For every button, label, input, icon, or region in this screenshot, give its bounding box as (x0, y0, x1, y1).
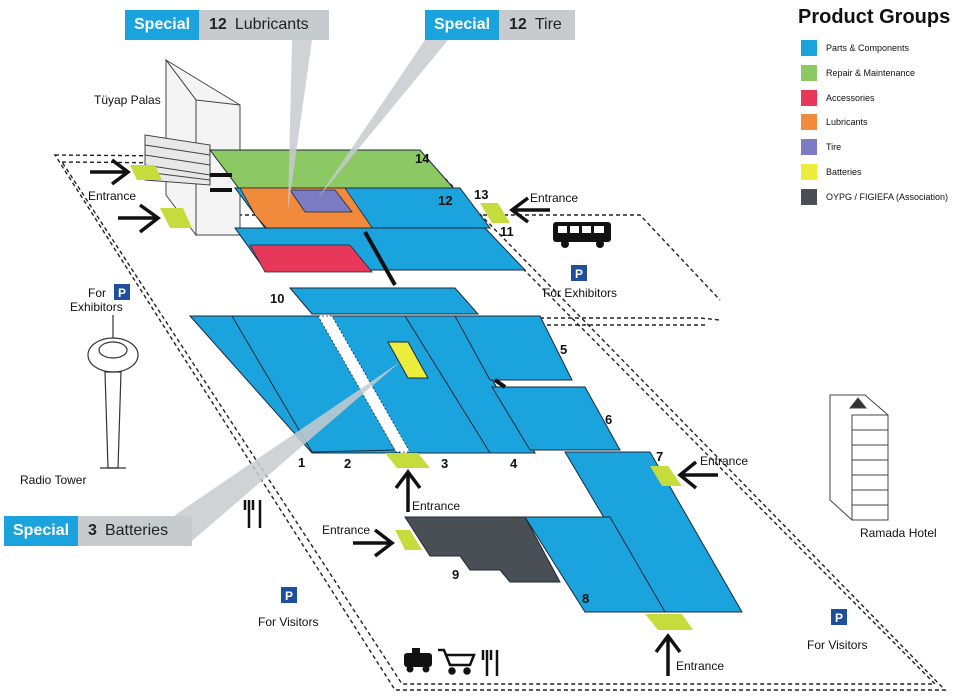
legend-item: Repair & Maintenance (801, 65, 915, 81)
hall-9[interactable] (404, 516, 561, 583)
callout-info: 12 Tire (499, 10, 576, 40)
parking-icon: P (281, 587, 297, 603)
for-exhibitors-line2: Exhibitors (70, 300, 123, 314)
legend-label: OYPG / FIGIEFA (Association) (826, 192, 949, 202)
hall-label-9: 9 (452, 567, 459, 582)
entrance-label: Entrance (322, 523, 370, 537)
callout-label: Batteries (104, 522, 169, 539)
restaurant-icon (243, 500, 262, 528)
legend-label: Accessories (826, 93, 875, 103)
legend-swatch (801, 164, 817, 180)
legend-swatch (801, 114, 817, 130)
parking-icon: P (831, 609, 847, 625)
hall-label-4: 4 (510, 456, 518, 471)
hall-label-11: 11 (500, 224, 514, 239)
parking-icon: P (114, 284, 130, 300)
legend-swatch (801, 189, 817, 205)
parking-icon: P (571, 265, 587, 281)
callout-info: 12 Lubricants (199, 10, 330, 40)
taxi-icon (404, 648, 432, 673)
legend-swatch (801, 65, 817, 81)
entrance-arrow-icon (90, 158, 718, 676)
hall-5[interactable] (454, 315, 573, 381)
legend-label: Lubricants (826, 117, 868, 127)
callout-info: 3 Batteries (78, 516, 193, 546)
for-visitors-label: For Visitors (258, 615, 318, 629)
legend-swatch (801, 139, 817, 155)
hall-label-3: 3 (441, 456, 448, 471)
legend-item: Accessories (801, 90, 875, 106)
for-exhibitors-line1: For (88, 286, 106, 300)
parking-symbol: P (118, 286, 126, 300)
callout-label: Lubricants (234, 16, 309, 33)
legend-item: Batteries (801, 164, 862, 180)
hall-12-tire[interactable] (289, 189, 353, 213)
tuyap-palas-label: Tüyap Palas (94, 93, 161, 107)
parking-symbol: P (835, 611, 843, 625)
callout-hall-number: 12 (509, 16, 527, 33)
legend-label: Tire (826, 142, 842, 152)
callout-lubricants[interactable]: Special 12 Lubricants (125, 10, 330, 40)
parking-symbol: P (575, 267, 583, 281)
ramada-hotel-label: Ramada Hotel (860, 526, 937, 540)
entrance-label: Entrance (530, 191, 578, 205)
hall-label-1: 1 (298, 455, 305, 470)
entrance-label: Entrance (676, 659, 724, 673)
ramada-hotel-icon (829, 394, 889, 521)
legend-label: Repair & Maintenance (826, 68, 916, 78)
legend-item: Parts & Components (801, 40, 909, 56)
hall-label-5: 5 (560, 342, 567, 357)
hall-label-10: 10 (270, 291, 284, 306)
hall-10[interactable] (288, 287, 480, 315)
callout-hall-number: 3 (88, 522, 97, 539)
legend-item: Tire (801, 139, 841, 155)
callout-special-tag: Special (125, 10, 200, 40)
callout-hall-number: 12 (209, 16, 227, 33)
hall-label-14: 14 (415, 151, 430, 166)
callout-tire[interactable]: Special 12 Tire (425, 10, 576, 40)
radio-tower-icon (87, 315, 139, 469)
callout-special-tag: Special (4, 516, 79, 546)
hall-label-12: 12 (438, 193, 452, 208)
entrance-label: Entrance (88, 189, 136, 203)
legend-label: Batteries (826, 167, 862, 177)
callout-special-tag: Special (425, 10, 500, 40)
entrance-pads (130, 165, 693, 630)
batteries-stand[interactable] (387, 341, 429, 379)
hall-6[interactable] (491, 386, 621, 451)
legend-title: Product Groups (798, 6, 951, 28)
callout-label: Tire (534, 16, 562, 33)
for-visitors-label: For Visitors (807, 638, 867, 652)
hall-label-7: 7 (656, 449, 663, 464)
for-exhibitors-label: For Exhibitors (543, 286, 617, 300)
hall-8[interactable] (524, 516, 666, 613)
restaurant-icon-bottom (481, 650, 499, 676)
central-walkway (317, 315, 411, 453)
parking-symbol: P (285, 589, 293, 603)
bus-icon (553, 222, 611, 248)
hall-label-8: 8 (582, 591, 589, 606)
entrance-label: Entrance (412, 499, 460, 513)
entrance-label: Entrance (700, 454, 748, 468)
hall-4[interactable] (404, 315, 536, 454)
tuyap-palas-building (144, 58, 241, 237)
legend-item: Lubricants (801, 114, 868, 130)
hall-label-2: 2 (344, 456, 351, 471)
connector-bridges (210, 173, 507, 389)
hall-accessories[interactable] (249, 244, 373, 273)
legend-swatch (801, 40, 817, 56)
legend-swatch (801, 90, 817, 106)
shopping-cart-icon (438, 648, 476, 675)
legend-label: Parts & Components (826, 43, 910, 53)
callout-batteries[interactable]: Special 3 Batteries (4, 516, 193, 546)
callout-rays (175, 40, 448, 547)
radio-tower-label: Radio Tower (20, 473, 86, 487)
legend-item: OYPG / FIGIEFA (Association) (801, 189, 948, 205)
hall-label-6: 6 (605, 412, 612, 427)
hall-label-13: 13 (474, 187, 488, 202)
